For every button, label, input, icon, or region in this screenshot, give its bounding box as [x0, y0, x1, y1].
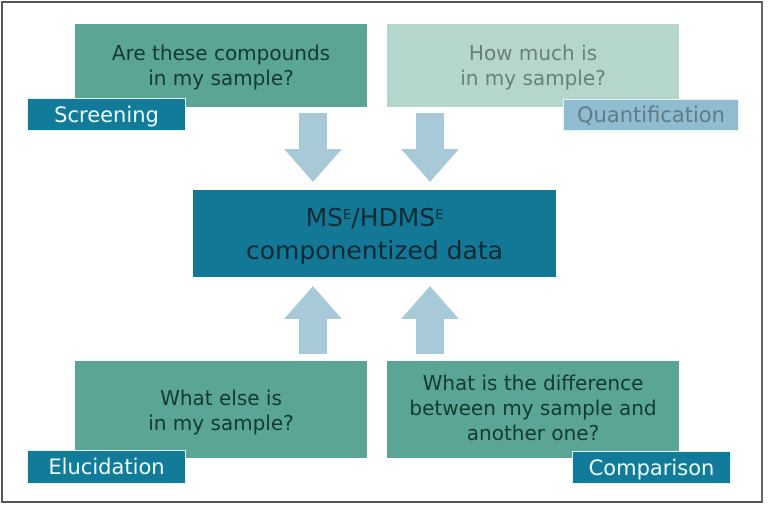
elucidation-tag: Elucidation: [27, 450, 186, 484]
arrow-down-icon: [401, 113, 459, 182]
elucidation-question-line1: What else is: [160, 385, 282, 410]
quantification-question-line1: How much is: [468, 40, 598, 65]
center-title-line2: componentized data: [245, 235, 503, 265]
comparison-tag: Comparison: [572, 451, 731, 484]
arrow-up-icon: [401, 286, 459, 354]
center-title-line1: MSE/HDMSE: [305, 202, 444, 232]
quantification-question-box: How much is in my sample?: [387, 24, 679, 107]
elucidation-question-line2: in my sample?: [148, 410, 294, 435]
elucidation-question-box: What else is in my sample?: [75, 361, 367, 458]
arrow-up-icon: [284, 286, 342, 354]
screening-tag: Screening: [27, 98, 186, 131]
comparison-question-box: What is the difference between my sample…: [387, 361, 679, 458]
center-data-box: MSE/HDMSE componentized data: [193, 190, 556, 277]
comparison-question-line3: another one?: [466, 421, 600, 445]
screening-question-line1: Are these compounds: [111, 40, 331, 65]
comparison-question-line2: between my sample and: [409, 396, 657, 420]
screening-question-box: Are these compounds in my sample?: [75, 24, 367, 107]
comparison-question-line1: What is the difference: [422, 371, 644, 395]
quantification-question-line2: in my sample?: [460, 65, 606, 90]
screening-question-line2: in my sample?: [148, 65, 294, 90]
quantification-tag: Quantification: [563, 99, 739, 131]
arrow-down-icon: [284, 113, 342, 182]
